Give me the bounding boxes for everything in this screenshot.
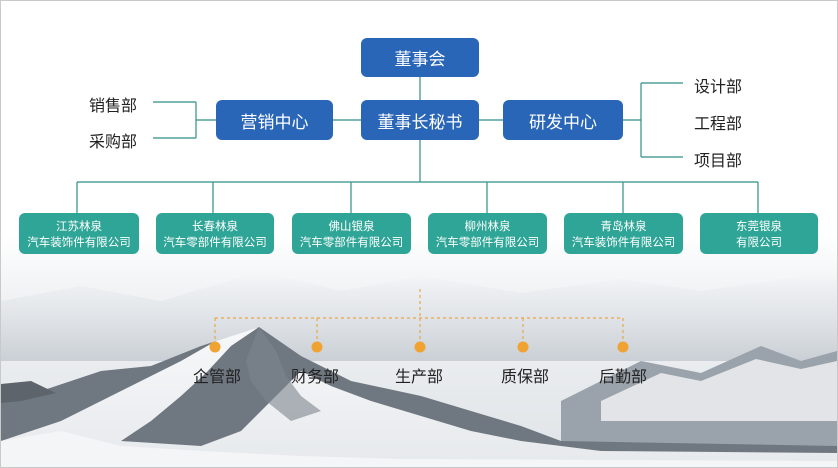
- subsidiary-name: 柳州林泉: [464, 218, 511, 233]
- subsidiary-company: 汽车装饰件有限公司: [571, 234, 676, 249]
- subsidiary-company: 汽车零部件有限公司: [299, 234, 404, 249]
- rnd-center-node: 研发中心: [503, 100, 623, 140]
- subsidiary-name: 青岛林泉: [600, 218, 647, 233]
- marketing-dept-label: 销售部: [89, 96, 138, 115]
- subsidiary-name: 江苏林泉: [56, 218, 102, 233]
- rnd-dept-label: 项目部: [694, 151, 743, 170]
- subsidiary-company: 汽车零部件有限公司: [163, 234, 267, 249]
- subsidiary-node: 青岛林泉 汽车装饰件有限公司: [564, 213, 683, 254]
- marketing-dept-label: 采购部: [89, 132, 138, 151]
- subsidiary-company: 汽车装饰件有限公司: [27, 234, 131, 249]
- subsidiary-name: 佛山银泉: [328, 218, 375, 233]
- subsidiary-node: 江苏林泉 汽车装饰件有限公司: [19, 213, 139, 254]
- secretary-node: 董事长秘书: [361, 100, 479, 140]
- subsidiary-node: 柳州林泉 汽车零部件有限公司: [428, 213, 547, 254]
- dept-dot-icon: [517, 341, 529, 353]
- subsidiary-name: 长春林泉: [192, 218, 238, 233]
- dept-dot-icon: [311, 341, 323, 353]
- subsidiary-company: 汽车零部件有限公司: [435, 234, 540, 249]
- subsidiary-node: 东莞银泉 有限公司: [700, 213, 818, 254]
- functional-dept-label: 质保部: [500, 367, 550, 386]
- marketing-center-node: 营销中心: [216, 100, 333, 140]
- subsidiary-node: 佛山银泉 汽车零部件有限公司: [292, 213, 411, 254]
- dept-dot-icon: [209, 341, 221, 353]
- rnd-dept-label: 工程部: [694, 114, 743, 133]
- dept-dot-icon: [414, 341, 426, 353]
- rnd-dept-label: 设计部: [694, 77, 743, 96]
- functional-dept-label: 后勤部: [598, 367, 648, 386]
- board-node: 董事会: [361, 38, 479, 77]
- functional-dept-label: 财务部: [290, 367, 340, 386]
- dept-dot-icon: [617, 341, 629, 353]
- functional-dept-label: 生产部: [394, 367, 444, 386]
- subsidiary-name: 东莞银泉: [736, 218, 782, 233]
- subsidiary-node: 长春林泉 汽车零部件有限公司: [156, 213, 274, 254]
- functional-dept-label: 企管部: [192, 367, 242, 386]
- subsidiary-company: 有限公司: [736, 234, 782, 249]
